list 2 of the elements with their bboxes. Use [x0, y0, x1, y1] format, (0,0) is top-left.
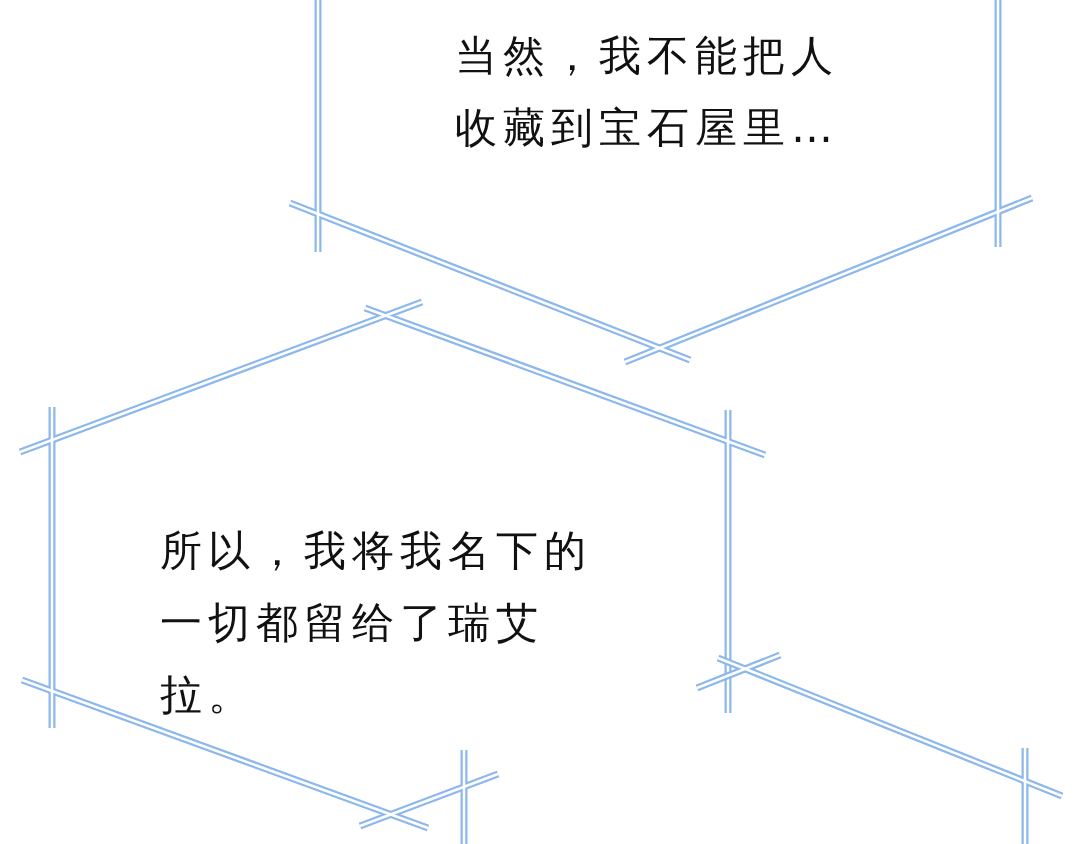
speech-text: 所以，我将我名下的一切都留给了瑞艾拉。	[160, 525, 593, 721]
speech-text: 当然，我不能把人收藏到宝石屋里…	[455, 30, 840, 154]
